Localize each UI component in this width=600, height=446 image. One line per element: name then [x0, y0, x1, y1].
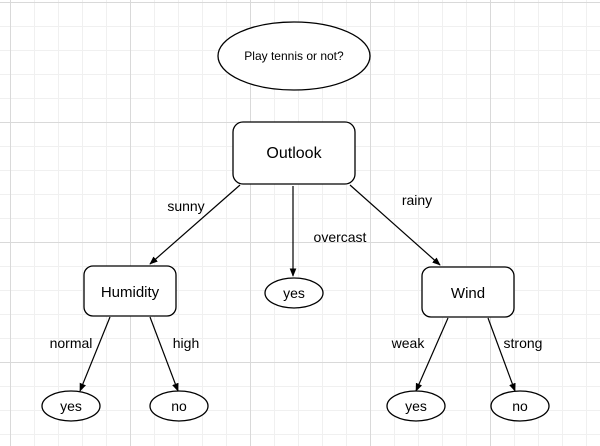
- title-node: Play tennis or not?: [217, 21, 371, 91]
- edge-outlook-wind: [349, 184, 441, 266]
- node-wind-label: Wind: [451, 285, 485, 302]
- leaf-high-label: no: [171, 398, 187, 414]
- edge-label-normal: normal: [50, 335, 93, 351]
- node-humidity-label: Humidity: [101, 284, 160, 301]
- edge-label-weak: weak: [391, 335, 426, 351]
- edge-label-high: high: [173, 335, 199, 351]
- leaf-normal-yes: yes: [41, 390, 101, 422]
- node-outlook-label: Outlook: [266, 145, 322, 162]
- edge-labels: sunny overcast rainy normal high weak st…: [50, 192, 543, 351]
- leaf-strong-no: no: [490, 390, 550, 422]
- edge-wind-weak: [415, 317, 449, 392]
- node-humidity: Humidity: [83, 265, 177, 317]
- edge-label-sunny: sunny: [167, 198, 204, 214]
- node-wind: Wind: [421, 266, 515, 318]
- leaf-high-no: no: [149, 390, 209, 422]
- edge-humidity-high: [149, 316, 179, 392]
- leaf-weak-yes: yes: [386, 390, 446, 422]
- title-label: Play tennis or not?: [244, 49, 344, 63]
- edge-humidity-normal: [79, 316, 111, 392]
- leaf-overcast-label: yes: [283, 285, 305, 301]
- node-outlook: Outlook: [232, 121, 356, 185]
- edges: [79, 184, 516, 392]
- edge-wind-strong: [487, 317, 516, 392]
- edge-label-rainy: rainy: [402, 192, 432, 208]
- leaf-overcast-yes: yes: [264, 277, 324, 309]
- leaf-normal-label: yes: [60, 398, 82, 414]
- edge-label-overcast: overcast: [314, 229, 367, 245]
- leaf-strong-label: no: [512, 398, 528, 414]
- leaf-weak-label: yes: [405, 398, 427, 414]
- edge-label-strong: strong: [504, 335, 543, 351]
- edge-outlook-humidity: [149, 184, 241, 265]
